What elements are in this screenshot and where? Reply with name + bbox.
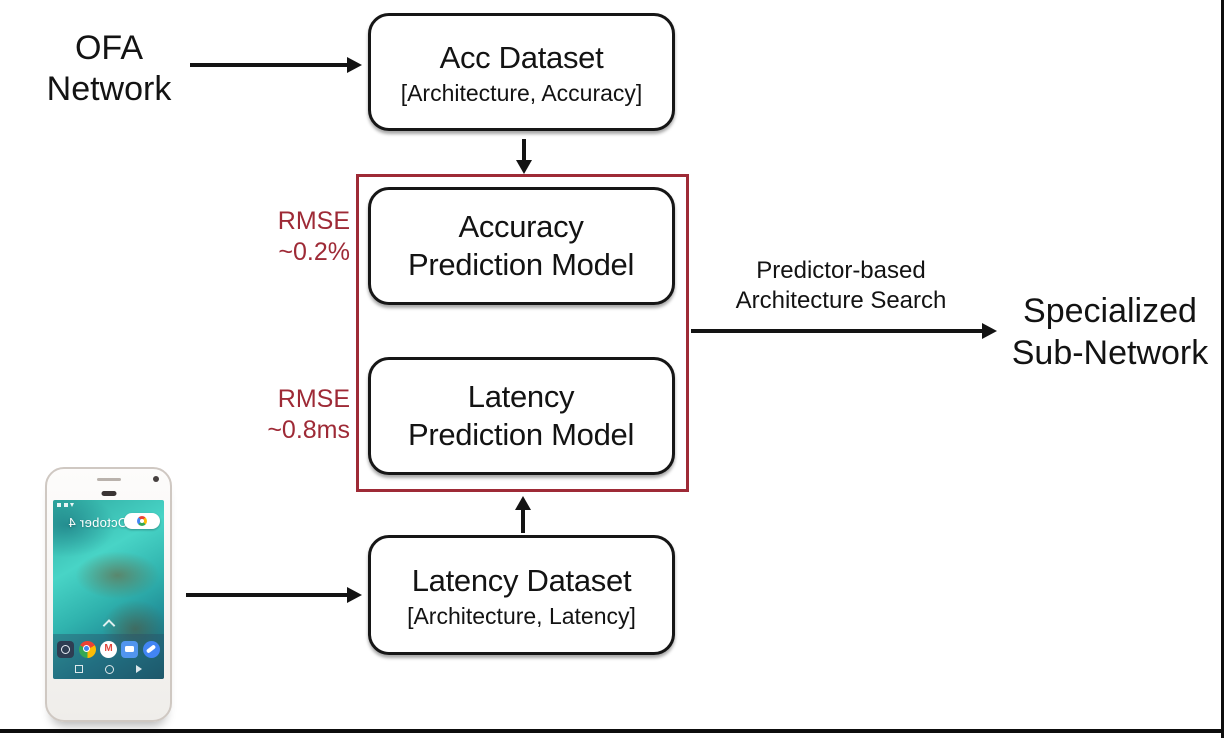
latency-prediction-model-node: Latency Prediction Model — [367, 356, 675, 475]
predictor-group-frame: Accuracy Prediction Model Latency Predic… — [356, 174, 689, 492]
nav-square-icon — [75, 665, 83, 673]
arrow-acc-dataset-to-predictors — [522, 139, 526, 161]
latency-dataset-subtitle: [Architecture, Latency] — [407, 602, 636, 629]
acc-dataset-subtitle: [Architecture, Accuracy] — [400, 79, 643, 106]
phone-nav-bar — [53, 662, 164, 676]
google-logo-icon — [137, 516, 147, 526]
phone-screen: October 4 — [53, 500, 164, 679]
phone-dock — [53, 634, 164, 679]
phone-date-text: October 4 — [68, 515, 128, 530]
smartphone-image: October 4 — [45, 467, 172, 722]
status-signal-icon — [70, 503, 74, 507]
rmse-accuracy-annotation: RMSE ~0.2% — [277, 207, 350, 266]
specialized-subnetwork-label: Specialized Sub-Network — [1011, 292, 1209, 372]
ofa-network-label: OFA Network — [46, 29, 172, 108]
arrow-latency-dataset-to-predictors — [521, 509, 525, 533]
predictor-based-search-label: Predictor-based Architecture Search — [735, 257, 947, 314]
app-drawer-chevron-icon — [102, 619, 115, 632]
arrow-predictors-to-subnetwork — [691, 329, 983, 333]
gmail-icon — [99, 640, 117, 658]
latency-prediction-model-label: Latency Prediction Model — [407, 378, 635, 452]
status-square-icon — [57, 503, 61, 507]
messages-icon — [121, 640, 139, 658]
chrome-icon — [78, 640, 96, 658]
arrow-ofa-to-acc-dataset — [190, 63, 348, 67]
camera-icon — [57, 640, 75, 658]
nav-triangle-icon — [135, 665, 142, 673]
phone-front-camera-dot — [153, 476, 159, 482]
slide-right-rule — [1221, 0, 1224, 738]
phone-dialer-icon — [142, 640, 160, 658]
google-search-pill — [124, 513, 160, 529]
accuracy-prediction-model-node: Accuracy Prediction Model — [367, 186, 675, 305]
phone-top-slit — [96, 478, 121, 481]
arrow-phone-to-latency-dataset — [186, 593, 348, 597]
status-square-icon — [63, 503, 68, 507]
rmse-latency-annotation: RMSE ~0.8ms — [267, 385, 350, 444]
acc-dataset-node: Acc Dataset [Architecture, Accuracy] — [368, 13, 675, 131]
phone-status-icons — [57, 503, 74, 507]
slide-bottom-rule — [0, 729, 1224, 733]
nav-circle-icon — [104, 664, 114, 674]
latency-dataset-node: Latency Dataset [Architecture, Latency] — [368, 535, 675, 655]
acc-dataset-title: Acc Dataset — [439, 39, 604, 75]
phone-earpiece — [101, 491, 116, 496]
accuracy-prediction-model-label: Accuracy Prediction Model — [407, 208, 635, 282]
latency-dataset-title: Latency Dataset — [411, 562, 632, 598]
